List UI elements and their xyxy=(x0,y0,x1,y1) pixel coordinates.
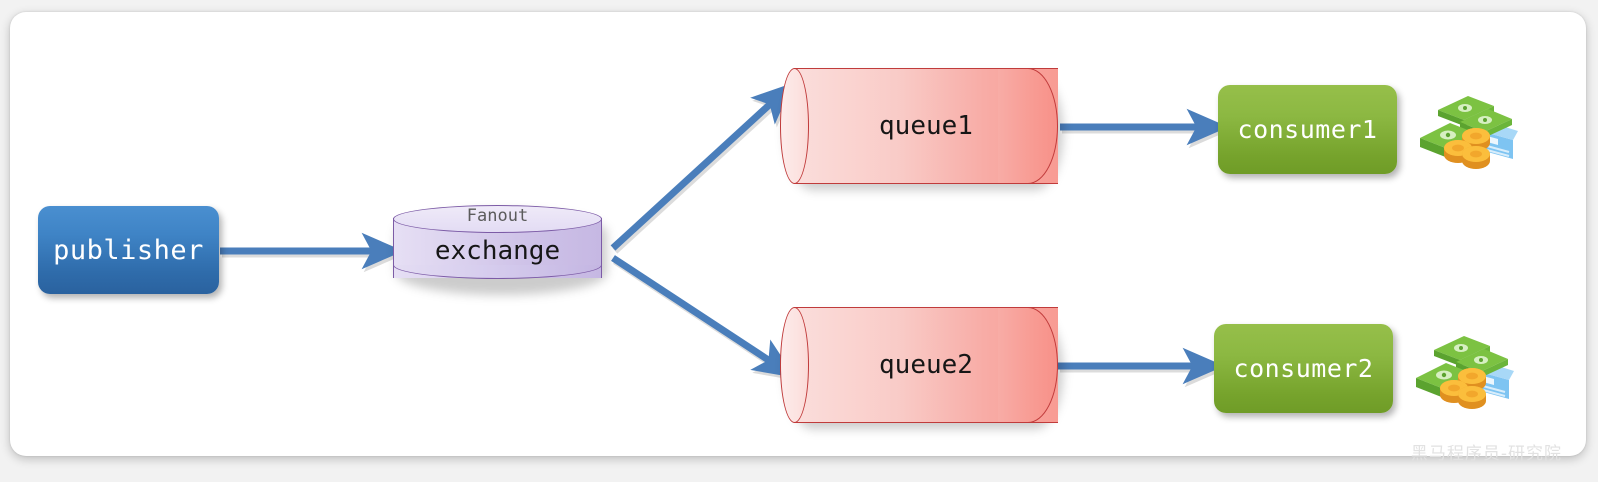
consumer1-label: consumer1 xyxy=(1237,115,1378,144)
money-icon xyxy=(1420,96,1518,169)
exchange-top-cap xyxy=(393,205,602,233)
watermark-text: 黑马程序员-研究院 xyxy=(1410,444,1562,464)
queue1-label: queue1 xyxy=(879,111,973,141)
node-consumer1[interactable]: consumer1 xyxy=(1218,85,1397,174)
node-queue2[interactable]: queue2 xyxy=(780,307,1063,429)
money-coins xyxy=(1440,368,1486,409)
node-consumer2[interactable]: consumer2 xyxy=(1214,324,1393,413)
consumer2-label: consumer2 xyxy=(1233,354,1374,383)
exchange-name-label: exchange xyxy=(434,236,561,266)
publisher-label: publisher xyxy=(53,234,204,266)
node-exchange[interactable]: Fanout exchange xyxy=(393,205,607,295)
money-icon xyxy=(1416,336,1514,409)
node-publisher[interactable]: publisher xyxy=(38,206,219,294)
queue2-label: queue2 xyxy=(879,350,973,380)
money-coins xyxy=(1444,128,1490,169)
queue2-right-cap xyxy=(998,307,1058,423)
node-queue1[interactable]: queue1 xyxy=(780,68,1063,190)
queue1-right-cap xyxy=(998,68,1058,184)
exchange-type-label: Fanout xyxy=(466,206,529,226)
